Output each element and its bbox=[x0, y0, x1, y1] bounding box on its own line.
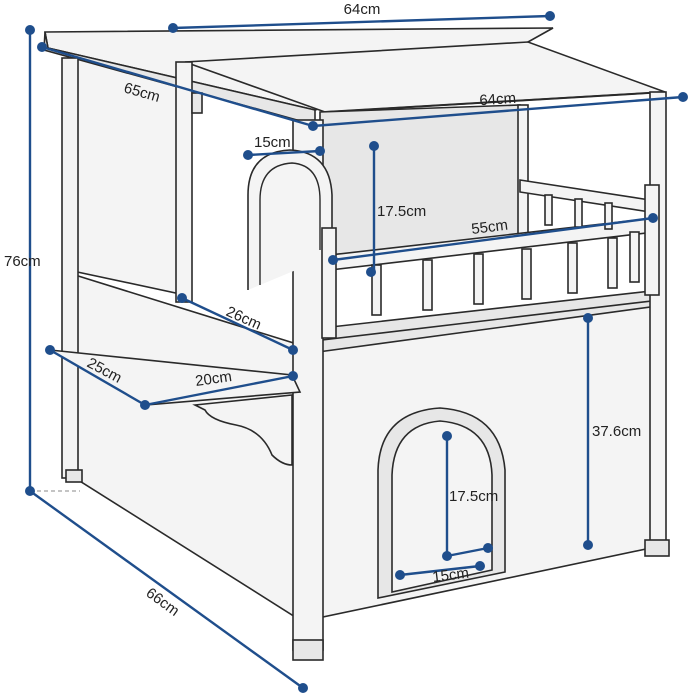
dim-dot bbox=[298, 683, 308, 693]
label-shelf-width: 20cm bbox=[194, 368, 233, 390]
dimension-lines bbox=[25, 11, 688, 693]
label-base-depth: 66cm bbox=[143, 584, 183, 619]
railing-baluster bbox=[473, 253, 484, 305]
dim-dot bbox=[168, 23, 178, 33]
dim-dot bbox=[583, 313, 593, 323]
foot-back-left bbox=[65, 469, 83, 483]
railing-baluster bbox=[521, 248, 532, 300]
railing-baluster bbox=[629, 231, 640, 283]
dim-dot bbox=[25, 25, 35, 35]
balcony-roof-edge bbox=[324, 91, 666, 113]
back-left-post bbox=[61, 57, 79, 479]
dim-shelf-width bbox=[144, 374, 294, 407]
railing-corner-post bbox=[644, 184, 660, 296]
dim-dot bbox=[678, 92, 688, 102]
railing-end-post bbox=[321, 227, 337, 339]
upper-arch-inner bbox=[259, 162, 321, 285]
dim-dot bbox=[366, 267, 376, 277]
label-window-width: 15cm bbox=[254, 134, 291, 151]
railing-back-baluster bbox=[604, 202, 613, 230]
dim-dot bbox=[442, 431, 452, 441]
dim-shelf-depth bbox=[49, 348, 146, 407]
label-height: 76cm bbox=[4, 253, 41, 270]
dim-dot bbox=[475, 561, 485, 571]
dim-dot bbox=[545, 11, 555, 21]
dim-dot bbox=[483, 543, 493, 553]
door-arch-inner bbox=[391, 420, 493, 593]
railing-baluster bbox=[607, 237, 618, 289]
upper-arch-window bbox=[247, 149, 333, 290]
dim-front-width bbox=[312, 95, 684, 128]
label-front-width: 64cm bbox=[479, 90, 517, 110]
dim-dot bbox=[45, 345, 55, 355]
dim-top-width bbox=[172, 14, 551, 30]
dim-dot bbox=[37, 42, 47, 52]
dim-door-width bbox=[399, 564, 481, 577]
dim-window-width bbox=[247, 149, 321, 157]
label-window-height: 17.5cm bbox=[377, 203, 426, 220]
foot-front-left bbox=[292, 639, 324, 661]
railing-baluster bbox=[422, 259, 433, 311]
dim-dot bbox=[648, 213, 658, 223]
left-lower-wall bbox=[74, 273, 301, 622]
dim-dot bbox=[177, 293, 187, 303]
railing-baluster bbox=[371, 264, 382, 316]
upper-right-post bbox=[517, 104, 529, 246]
dim-dot bbox=[315, 146, 325, 156]
railing-back-baluster bbox=[574, 198, 583, 228]
shelf-bracket bbox=[192, 394, 293, 466]
dim-dot bbox=[243, 150, 253, 160]
railing-baluster bbox=[567, 242, 578, 294]
dim-railing-width bbox=[332, 216, 654, 262]
dim-roof-depth bbox=[41, 45, 314, 128]
dim-dot bbox=[395, 570, 405, 580]
cat-house-drawing bbox=[30, 27, 670, 661]
label-lower-height: 37.6cm bbox=[592, 423, 641, 440]
dim-dot bbox=[288, 371, 298, 381]
hinge bbox=[191, 92, 203, 114]
front-right-post bbox=[649, 91, 667, 553]
railing-back-rail bbox=[519, 179, 651, 213]
dim-dot bbox=[328, 255, 338, 265]
dim-platform-depth bbox=[181, 296, 294, 352]
mid-post-upper bbox=[175, 61, 193, 303]
dim-base-depth bbox=[29, 490, 304, 689]
dim-dot bbox=[583, 540, 593, 550]
label-door-width: 15cm bbox=[431, 565, 469, 586]
foot-front-right bbox=[644, 539, 670, 557]
label-top-width: 64cm bbox=[344, 1, 381, 18]
railing-back-baluster bbox=[544, 194, 553, 226]
dim-door-height-foot bbox=[446, 546, 489, 558]
label-door-height: 17.5cm bbox=[449, 488, 498, 505]
dim-dot bbox=[288, 345, 298, 355]
balcony-railing bbox=[321, 179, 660, 339]
label-railing-width: 55cm bbox=[470, 217, 508, 238]
dim-dot bbox=[369, 141, 379, 151]
